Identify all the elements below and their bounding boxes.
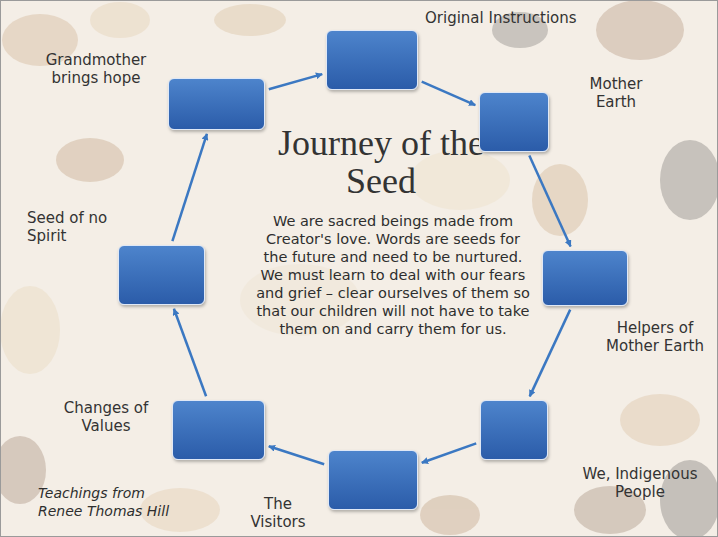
diagram-title: Journey of the Seed [266,124,496,200]
stage-label: Changes of Values [51,399,161,435]
stage-box: Original Instructions [326,30,418,90]
stage-label: Mother Earth [579,75,653,111]
flow-arrow [422,443,476,462]
stage-box: Helpers of Mother Earth [542,250,628,306]
stage-box: We, Indigenous People [480,400,548,460]
stage-label: The Visitors [239,495,317,531]
stage-label: Seed of no Spirit [27,209,123,245]
flow-arrow [530,310,571,397]
stage-box: Grandmother brings hope [168,78,265,130]
stage-box: Seed of no Spirit [118,245,205,305]
flow-arrow [269,446,324,464]
flow-arrow [174,309,206,396]
flow-arrow [529,156,570,247]
flow-arrow [422,82,476,105]
stage-label: Grandmother brings hope [37,51,155,87]
body-text: We are sacred beings made from Creator's… [252,212,534,338]
stage-box: Mother Earth [479,92,549,152]
flow-arrow [172,134,207,241]
flow-arrow [269,74,322,89]
stage-label: We, Indigenous People [573,465,707,501]
credit-note: Teachings from Renee Thomas Hill [38,484,188,520]
stage-box: The Visitors [328,450,418,510]
stage-box: Changes of Values [172,400,265,460]
stage-label: Helpers of Mother Earth [597,319,713,355]
stage-label: Original Instructions [425,9,595,27]
